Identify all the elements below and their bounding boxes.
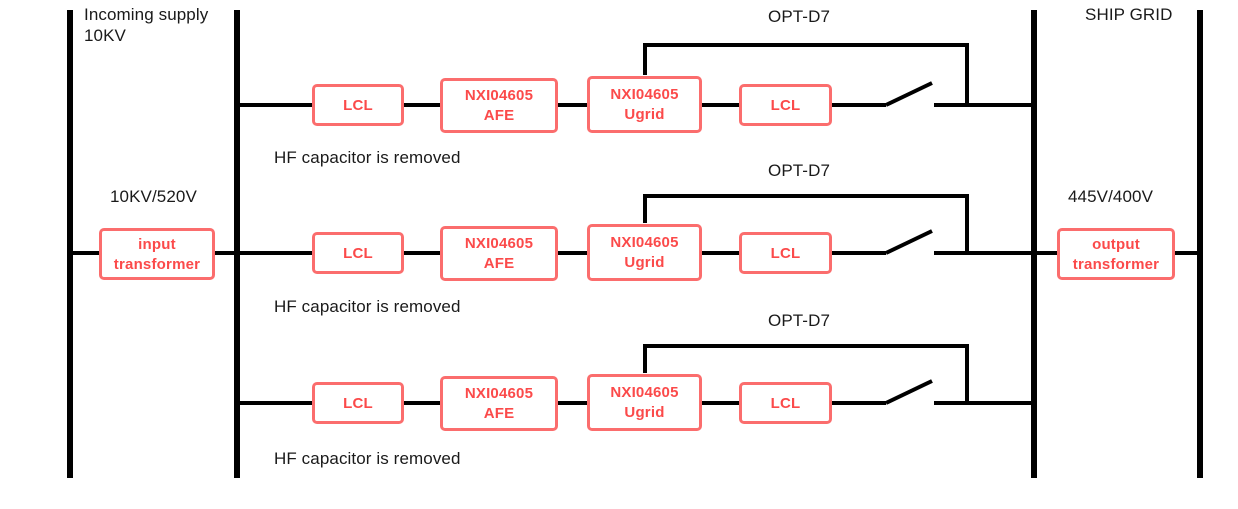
output-transformer-line2: transformer [1072,255,1160,273]
branch-2-ugrid-box[interactable]: NXI04605 Ugrid [587,224,702,281]
branch-1-bypass-label: OPT-D7 [768,7,831,26]
branch-2-ugrid-line2: Ugrid [624,254,665,271]
branch-1-bypass-opt-d7 [643,43,969,105]
branch-2-afe-box[interactable]: NXI04605 AFE [440,226,558,281]
branch-3-hf-note: HF capacitor is removed [274,449,461,468]
branch-2-afe-line2: AFE [483,255,515,272]
branch-3-ugrid-line2: Ugrid [624,404,665,421]
branch-2-lcl-input-box[interactable]: LCL [312,232,404,274]
branch-3-lcl-input-label: LCL [343,394,373,412]
branch-3-afe-box[interactable]: NXI04605 AFE [440,376,558,431]
input-transformer-line1: input [138,235,176,253]
branch-1-afe-box[interactable]: NXI04605 AFE [440,78,558,133]
branch-2-hf-note: HF capacitor is removed [274,297,461,316]
branch-3-afe-line2: AFE [483,405,515,422]
branch-1-ugrid-box[interactable]: NXI04605 Ugrid [587,76,702,133]
branch-1-afe-line1: NXI04605 [464,87,534,104]
branch-1-afe-line2: AFE [483,107,515,124]
branch-2-lcl-output-box[interactable]: LCL [739,232,832,274]
output-transformer-box[interactable]: output transformer [1057,228,1175,280]
branch-2-lcl-input-label: LCL [343,244,373,262]
branch-1-lcl-output-box[interactable]: LCL [739,84,832,126]
label-input-transformer-rating: 10KV/520V [110,187,197,206]
branch-3-ugrid-box[interactable]: NXI04605 Ugrid [587,374,702,431]
branch-2-lcl-output-label: LCL [770,244,801,262]
branch-1-hf-note: HF capacitor is removed [274,148,461,167]
branch-2-switch-blade [885,229,933,255]
branch-1-lcl-input-box[interactable]: LCL [312,84,404,126]
output-transformer-line1: output [1092,235,1140,253]
branch-3-bypass-opt-d7 [643,344,969,403]
input-transformer-line2: transformer [113,255,201,273]
branch-3-lcl-output-box[interactable]: LCL [739,382,832,424]
branch-1-ugrid-line1: NXI04605 [610,86,679,103]
branch-3-lcl-input-box[interactable]: LCL [312,382,404,424]
branch-2-bypass-opt-d7 [643,194,969,253]
branch-2-bypass-label: OPT-D7 [768,161,831,180]
branch-3-switch-blade [885,379,933,405]
branch-1-lcl-output-label: LCL [770,96,801,114]
branch-3-bypass-label: OPT-D7 [768,311,831,330]
branch-3-lcl-output-label: LCL [770,394,801,412]
branch-1-switch-blade [885,81,933,107]
branch-2-ugrid-line1: NXI04605 [610,234,679,251]
input-transformer-box[interactable]: input transformer [99,228,215,280]
branch-1-ugrid-line2: Ugrid [624,106,665,123]
label-output-transformer-rating: 445V/400V [1068,187,1154,206]
label-incoming-supply: Incoming supply 10KV [84,5,209,45]
branch-2-afe-line1: NXI04605 [464,235,534,252]
branch-1-lcl-input-label: LCL [343,96,373,114]
label-ship-grid: SHIP GRID [1085,5,1173,24]
branch-3-afe-line1: NXI04605 [464,385,534,402]
branch-3-ugrid-line1: NXI04605 [610,384,679,401]
